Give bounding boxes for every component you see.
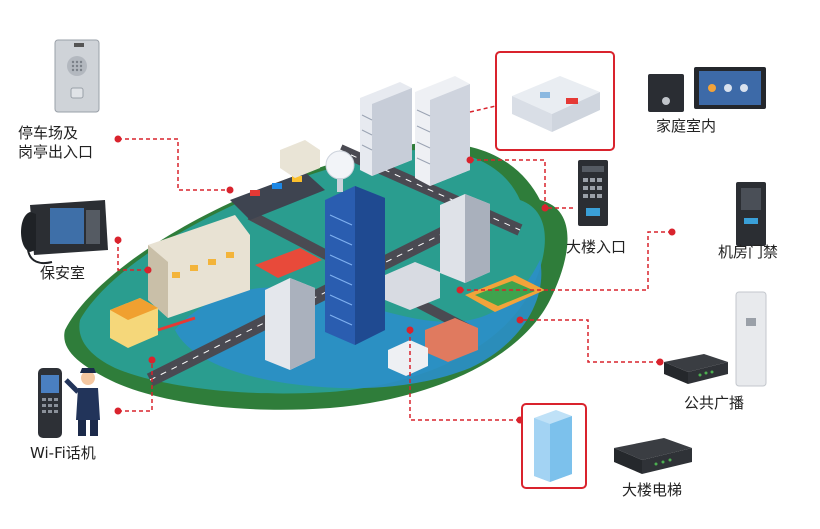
desk-phone-icon bbox=[21, 200, 108, 265]
row-houses bbox=[148, 215, 250, 318]
connector-server-room bbox=[460, 231, 672, 291]
sports-field bbox=[465, 275, 545, 312]
label-server-room-access: 机房门禁 bbox=[718, 243, 779, 261]
shop-building bbox=[385, 262, 440, 310]
red-roof-building bbox=[255, 248, 322, 278]
connector-broadcast bbox=[520, 319, 660, 363]
elevator-callout bbox=[521, 403, 587, 489]
connector-dots bbox=[114, 135, 676, 424]
connector-security bbox=[117, 240, 148, 271]
label-building-entrance: 大楼入口 bbox=[566, 238, 627, 256]
access-reader-icon bbox=[736, 182, 766, 246]
elevator-cabin-icon bbox=[534, 410, 572, 482]
connector-lines bbox=[117, 104, 672, 421]
keypad-panel-icon bbox=[578, 160, 608, 226]
residential-towers bbox=[360, 76, 470, 186]
guard-booth bbox=[110, 298, 196, 348]
amplifier-box-icon-2 bbox=[614, 438, 692, 474]
wifi-handset-icon bbox=[38, 368, 62, 438]
home-callout bbox=[495, 51, 615, 151]
guard-figure-icon bbox=[64, 368, 100, 436]
amplifier-box-icon bbox=[664, 354, 728, 384]
connector-parking bbox=[118, 138, 230, 191]
connector-home bbox=[469, 104, 501, 113]
label-wifi-phone: Wi-Fi话机 bbox=[30, 444, 96, 462]
central-office-tower bbox=[325, 150, 385, 345]
red-roof-house bbox=[425, 318, 478, 362]
small-kiosk bbox=[388, 340, 428, 376]
label-security-room: 保安室 bbox=[40, 264, 86, 282]
grey-tower bbox=[440, 194, 490, 283]
indoor-monitor-icon bbox=[648, 67, 766, 112]
label-public-broadcast: 公共广播 bbox=[684, 394, 745, 412]
connector-elevator bbox=[409, 330, 520, 421]
connector-entrance bbox=[470, 159, 576, 209]
door-intercom-icon bbox=[54, 39, 100, 113]
buildings bbox=[110, 76, 545, 376]
column-speaker-icon bbox=[735, 291, 767, 387]
label-home-indoor: 家庭室内 bbox=[656, 117, 717, 135]
parking-lot bbox=[230, 140, 325, 220]
label-parking: 停车场及 岗亭出入口 bbox=[18, 124, 94, 161]
label-building-elevator: 大楼电梯 bbox=[622, 481, 683, 499]
front-tower bbox=[265, 278, 315, 370]
